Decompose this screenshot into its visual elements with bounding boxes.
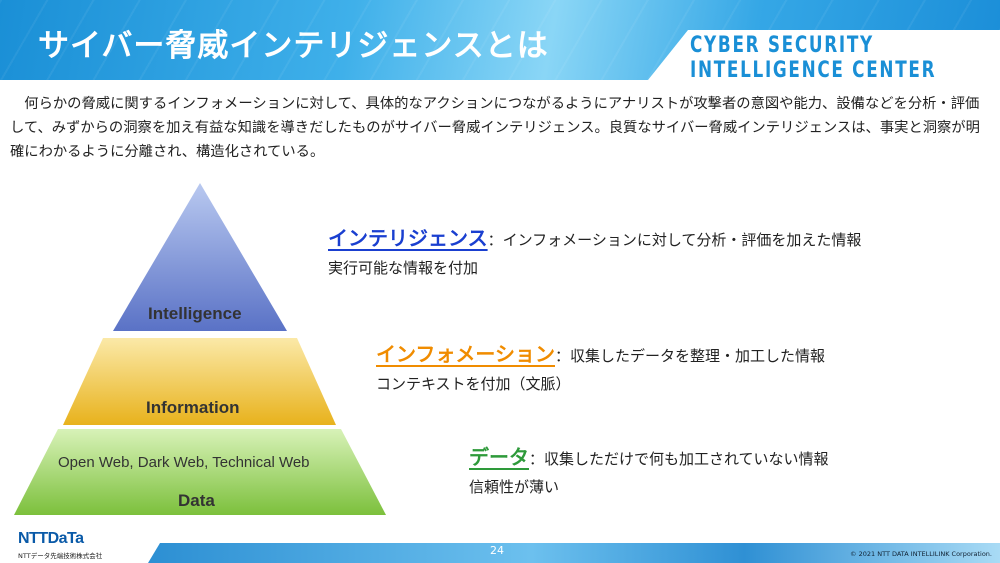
- intro-paragraph: 何らかの脅威に関するインフォメーションに対して、具体的なアクションにつながるよう…: [10, 96, 980, 160]
- badge-line-1: CYBER SECURITY: [690, 33, 874, 58]
- data-tier: [14, 429, 386, 515]
- definition-note: 信頼性が薄い: [469, 478, 560, 496]
- data-sources-label: Open Web, Dark Web, Technical Web: [58, 454, 310, 471]
- copyright: © 2021 NTT DATA INTELLILINK Corporation.: [850, 550, 992, 558]
- cyber-security-badge: CYBER SECURITY INTELLIGENCE CENTER: [690, 33, 936, 83]
- badge-line-2: INTELLIGENCE CENTER: [690, 58, 937, 83]
- badge-background: [648, 30, 1000, 80]
- term-intelligence: インテリジェンス: [328, 226, 488, 250]
- definition-intelligence: インテリジェンス：インフォメーションに対して分析・評価を加えた情報 実行可能な情…: [328, 224, 861, 282]
- company-name: NTTデータ先端技術株式会社: [18, 552, 103, 560]
- page-number: 24: [490, 544, 504, 557]
- footer-band: [148, 543, 1000, 563]
- page-title: サイバー脅威インテリジェンスとは: [38, 28, 549, 64]
- definition-data: データ：収集しただけで何も加工されていない情報 信頼性が薄い: [469, 443, 829, 501]
- definition-text: ：インフォメーションに対して分析・評価を加えた情報: [487, 231, 862, 249]
- intelligence-tier: [113, 183, 287, 331]
- information-tier: [63, 338, 336, 425]
- data-label: Data: [178, 491, 215, 510]
- definition-note: 実行可能な情報を付加: [328, 259, 479, 277]
- ntt-data-logo: NTTDaTa: [18, 530, 84, 547]
- definition-text: ：収集したデータを整理・加工した情報: [555, 347, 826, 365]
- information-label: Information: [146, 398, 240, 417]
- term-data: データ: [469, 445, 529, 469]
- definition-note: コンテキストを付加（文脈）: [376, 375, 571, 393]
- intelligence-label: Intelligence: [148, 304, 242, 323]
- definition-information: インフォメーション：収集したデータを整理・加工した情報 コンテキストを付加（文脈…: [376, 340, 825, 398]
- term-information: インフォメーション: [376, 342, 555, 366]
- pyramid-diagram: [14, 183, 386, 515]
- definition-text: ：収集しただけで何も加工されていない情報: [529, 450, 829, 468]
